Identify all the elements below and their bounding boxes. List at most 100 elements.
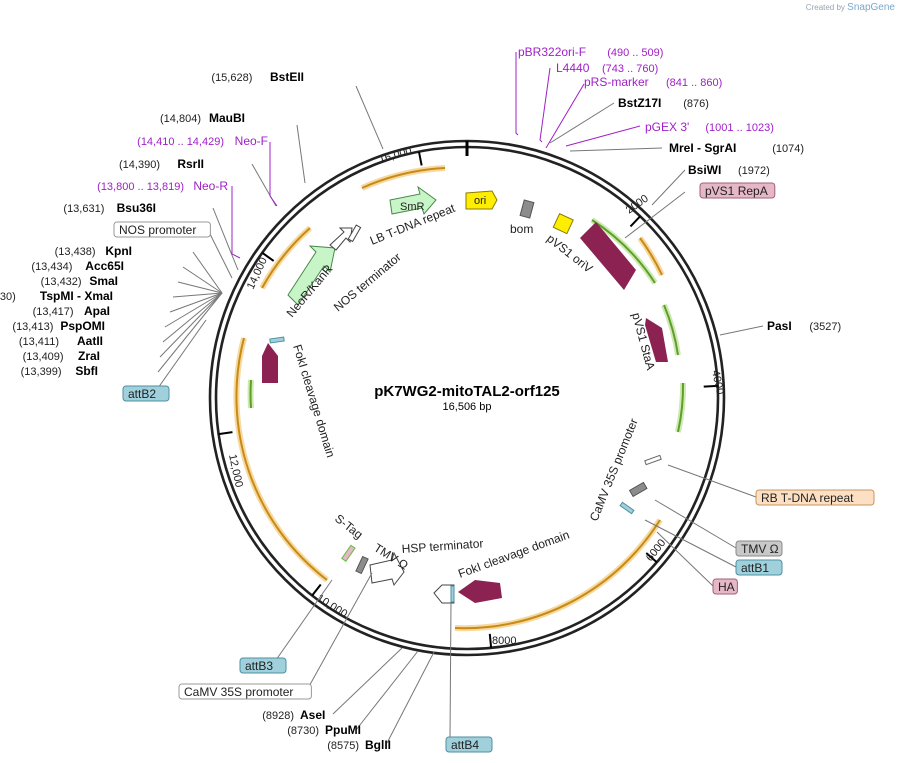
primer-line-l4440 — [539, 67, 551, 143]
feature-box-label: attB2 — [128, 387, 156, 401]
leader-tmv — [654, 499, 737, 549]
feature-box-nos-promoter: NOS promoter — [113, 221, 211, 238]
site-mrei-sgrai: MreI - SgrAI (1074) — [669, 141, 804, 155]
site-position: (1074) — [772, 143, 804, 155]
ruler-tick-8000 — [488, 633, 493, 648]
primer-neo-f: Neo-F(14,410 .. 14,429) — [137, 134, 268, 148]
site-name: AatII — [77, 334, 103, 348]
feature-box-label: RB T-DNA repeat — [761, 491, 854, 505]
leader-lines — [157, 85, 764, 744]
feature-box-rb-t-dna-repeat: RB T-DNA repeat — [755, 489, 875, 506]
leader-bglii — [386, 651, 435, 744]
primer-labels: pBR322ori-F(490 .. 509)L4440(743 .. 760)… — [97, 45, 774, 193]
foki-left-label: FokI cleavage domain — [290, 343, 338, 459]
site-pasi: PasI(3527) — [767, 319, 841, 333]
feature-box-tmv: TMV Ω — [735, 540, 783, 557]
hsp-label: HSP terminator — [401, 536, 484, 556]
leader-pasi — [719, 325, 764, 336]
primer-line-neo-f — [269, 142, 278, 207]
site-name: MreI - SgrAI — [669, 141, 736, 155]
rb-feature — [644, 454, 662, 466]
site-position: (13,409) — [23, 351, 64, 363]
ruler-tick-14-000 — [261, 251, 275, 262]
leader-pspomi — [164, 292, 223, 328]
feature-box-label: pVS1 RepA — [705, 184, 768, 198]
site-position: (13,434) — [31, 261, 72, 273]
ruler-tick-10-000 — [311, 583, 322, 597]
feature-box-attb1: attB1 — [735, 559, 783, 576]
foki-right-feature — [458, 580, 502, 603]
primer-line-pbr322 — [515, 52, 519, 136]
bom-label: bom — [510, 222, 533, 236]
site-position: (8730) — [287, 725, 319, 737]
site-position: (3527) — [809, 321, 841, 333]
attb4-feature — [450, 585, 455, 603]
site-bsu36i: Bsu36I(13,631) — [63, 201, 156, 215]
site-position: (13,411) — [19, 336, 59, 348]
site-name: RsrII — [177, 157, 204, 171]
site-name: PspOMI — [60, 319, 105, 333]
feature-box-bg — [735, 559, 783, 576]
primer-name: pGEX 3' — [645, 120, 689, 134]
primer-l4440: L4440(743 .. 760) — [556, 61, 658, 75]
site-bglii: (8575)BglII — [327, 738, 391, 752]
leader-ppumi — [355, 650, 419, 731]
feature-box-label: attB4 — [451, 738, 479, 752]
feature-box-ha: HA — [712, 578, 738, 595]
feature-box-bg — [755, 489, 875, 506]
primer-neo-r: Neo-R(13,800 .. 13,819) — [97, 179, 228, 193]
leader-rb — [667, 464, 757, 498]
site-name: TspMI - XmaI — [40, 289, 113, 303]
leader-ha — [656, 531, 714, 587]
lb-feature — [347, 224, 362, 243]
foki-right-label: FokI cleavage domain — [456, 528, 571, 581]
stag-label: S-Tag — [332, 511, 365, 541]
site-position: (15,628) — [211, 72, 252, 84]
leader-attb4 — [449, 602, 452, 739]
site-name: SmaI — [89, 274, 118, 288]
leader-nos-promoter — [207, 229, 233, 279]
leader-attb2 — [157, 319, 207, 389]
feature-box-attb3: attB3 — [239, 657, 287, 674]
primer-line-prs — [545, 83, 585, 149]
site-bsteii: BstEII(15,628) — [211, 70, 304, 84]
site-position: (14,390) — [119, 159, 160, 171]
primer-pgex-3: pGEX 3'(1001 .. 1023) — [645, 120, 774, 134]
primer-name: pRS-marker — [584, 75, 649, 89]
leader-zrai — [159, 292, 223, 358]
pvs1-staa-feature — [645, 318, 668, 362]
orf-arcs — [233, 165, 687, 632]
ruler-tick-16-000 — [417, 151, 423, 166]
boxed-feature-labels: NOS promoter attB2 pVS1 RepA RB T-DNA repea… — [113, 182, 875, 753]
stag-feature — [341, 544, 356, 562]
site-smai: SmaI(13,432) — [41, 274, 118, 288]
site-position: (1972) — [738, 165, 770, 177]
leader-asei — [332, 647, 403, 715]
orf-arc-top-core — [361, 167, 446, 189]
ruler-tick-6000 — [645, 552, 658, 563]
feature-box-label: TMV Ω — [741, 542, 779, 556]
feature-box-bg — [712, 578, 738, 595]
credit-text: Created by — [805, 3, 845, 12]
site-sbfi: SbfI(13,399) — [21, 364, 98, 378]
site-acc65i: Acc65I(13,434) — [31, 259, 124, 273]
leader-camv-box — [306, 572, 373, 691]
site-aatii: AatII (13,411) — [19, 334, 103, 348]
site-asei: (8928)AseI — [262, 708, 325, 722]
pvs1-oriv-feature — [552, 213, 574, 235]
primer-range: (13,800 .. 13,819) — [97, 181, 184, 193]
primer-lines — [231, 52, 641, 259]
site-ppumi: (8730)PpuMI — [287, 723, 361, 737]
nos-term-label: NOS terminator — [331, 250, 404, 314]
primer-name: Neo-F — [235, 134, 268, 148]
site-name: KpnI — [105, 244, 132, 258]
feature-box-bg — [113, 221, 211, 238]
feature-box-camv-35s-promoter: CaMV 35S promoter — [178, 683, 312, 700]
feature-box-bg — [735, 540, 783, 557]
leader-pvs1-repa — [624, 191, 686, 239]
orf-arc-left-top-core — [261, 227, 311, 289]
orf-arc-top — [360, 165, 446, 191]
tmv-grey-feature — [355, 555, 369, 575]
site-name: BsiWI — [688, 163, 721, 177]
site-name: SbfI — [75, 364, 98, 378]
